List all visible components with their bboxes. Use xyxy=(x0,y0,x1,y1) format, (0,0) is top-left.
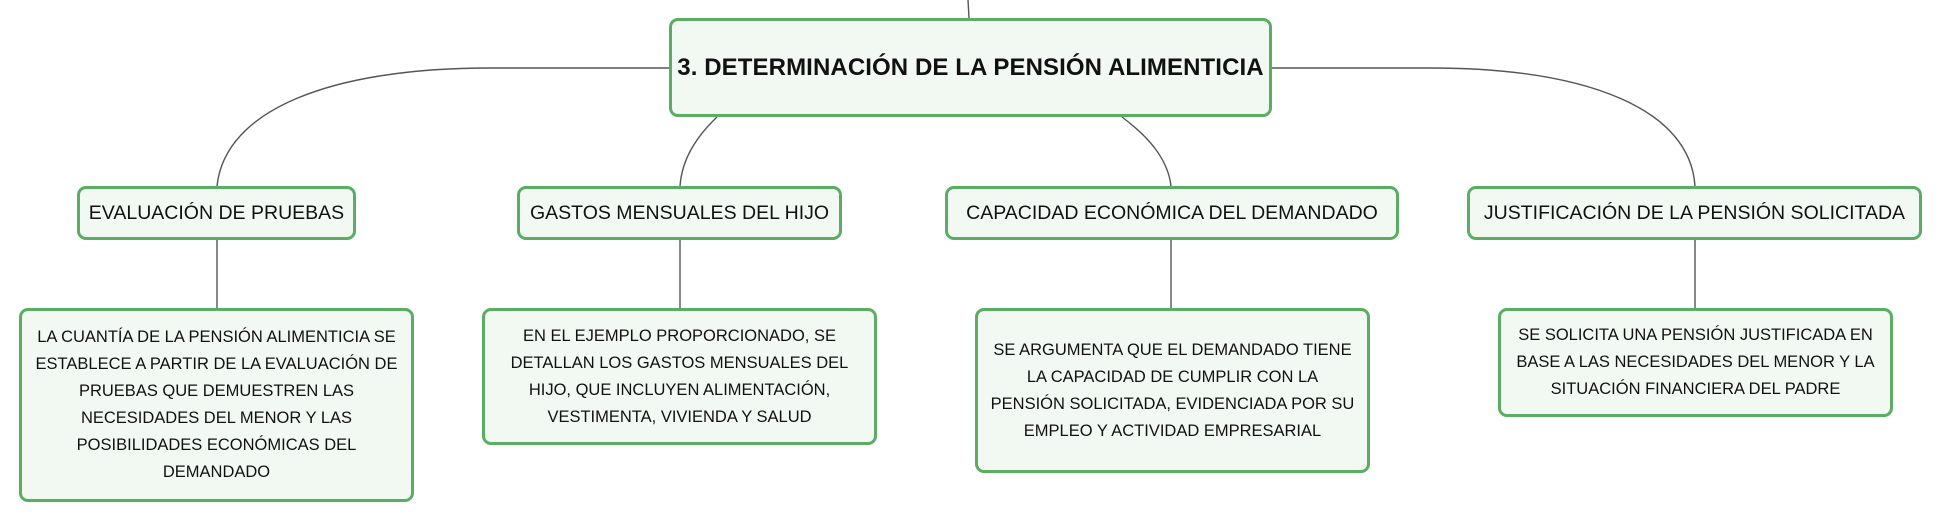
branch-topic-label: CAPACIDAD ECONÓMICA DEL DEMANDADO xyxy=(966,201,1378,224)
root-topic[interactable]: 3. DETERMINACIÓN DE LA PENSIÓN ALIMENTIC… xyxy=(669,18,1272,117)
branch-topic-label: JUSTIFICACIÓN DE LA PENSIÓN SOLICITADA xyxy=(1483,201,1906,224)
leaf-topic-evaluacion-pruebas[interactable]: LA CUANTÍA DE LA PENSIÓN ALIMENTICIA SE … xyxy=(19,308,414,502)
branch-topic-evaluacion-pruebas[interactable]: EVALUACIÓN DE PRUEBAS xyxy=(77,186,356,240)
leaf-topic-text: SE SOLICITA UNA PENSIÓN JUSTIFICADA EN B… xyxy=(1516,326,1875,398)
connector-parent xyxy=(967,0,970,19)
leaf-topic-text: LA CUANTÍA DE LA PENSIÓN ALIMENTICIA SE … xyxy=(35,328,398,481)
connector-root-branch-3 xyxy=(1121,116,1172,187)
leaf-topic-capacidad-economica[interactable]: SE ARGUMENTA QUE EL DEMANDADO TIENE LA C… xyxy=(975,308,1370,473)
leaf-topic-text: EN EL EJEMPLO PROPORCIONADO, SE DETALLAN… xyxy=(510,326,849,426)
leaf-topic-justificacion-pension[interactable]: SE SOLICITA UNA PENSIÓN JUSTIFICADA EN B… xyxy=(1498,308,1893,417)
leaf-topic-gastos-mensuales[interactable]: EN EL EJEMPLO PROPORCIONADO, SE DETALLAN… xyxy=(482,308,877,445)
leaf-topic-text: SE ARGUMENTA QUE EL DEMANDADO TIENE LA C… xyxy=(990,340,1355,440)
branch-topic-label: GASTOS MENSUALES DEL HIJO xyxy=(529,201,830,224)
connector-root-branch-1 xyxy=(216,67,669,187)
branch-topic-label: EVALUACIÓN DE PRUEBAS xyxy=(88,201,345,224)
branch-topic-justificacion-pension[interactable]: JUSTIFICACIÓN DE LA PENSIÓN SOLICITADA xyxy=(1467,186,1922,240)
connector-root-branch-4 xyxy=(1272,67,1696,187)
connector-root-branch-2 xyxy=(679,116,718,187)
root-topic-label: 3. DETERMINACIÓN DE LA PENSIÓN ALIMENTIC… xyxy=(677,53,1264,81)
branch-topic-capacidad-economica[interactable]: CAPACIDAD ECONÓMICA DEL DEMANDADO xyxy=(945,186,1399,240)
branch-topic-gastos-mensuales[interactable]: GASTOS MENSUALES DEL HIJO xyxy=(517,186,842,240)
